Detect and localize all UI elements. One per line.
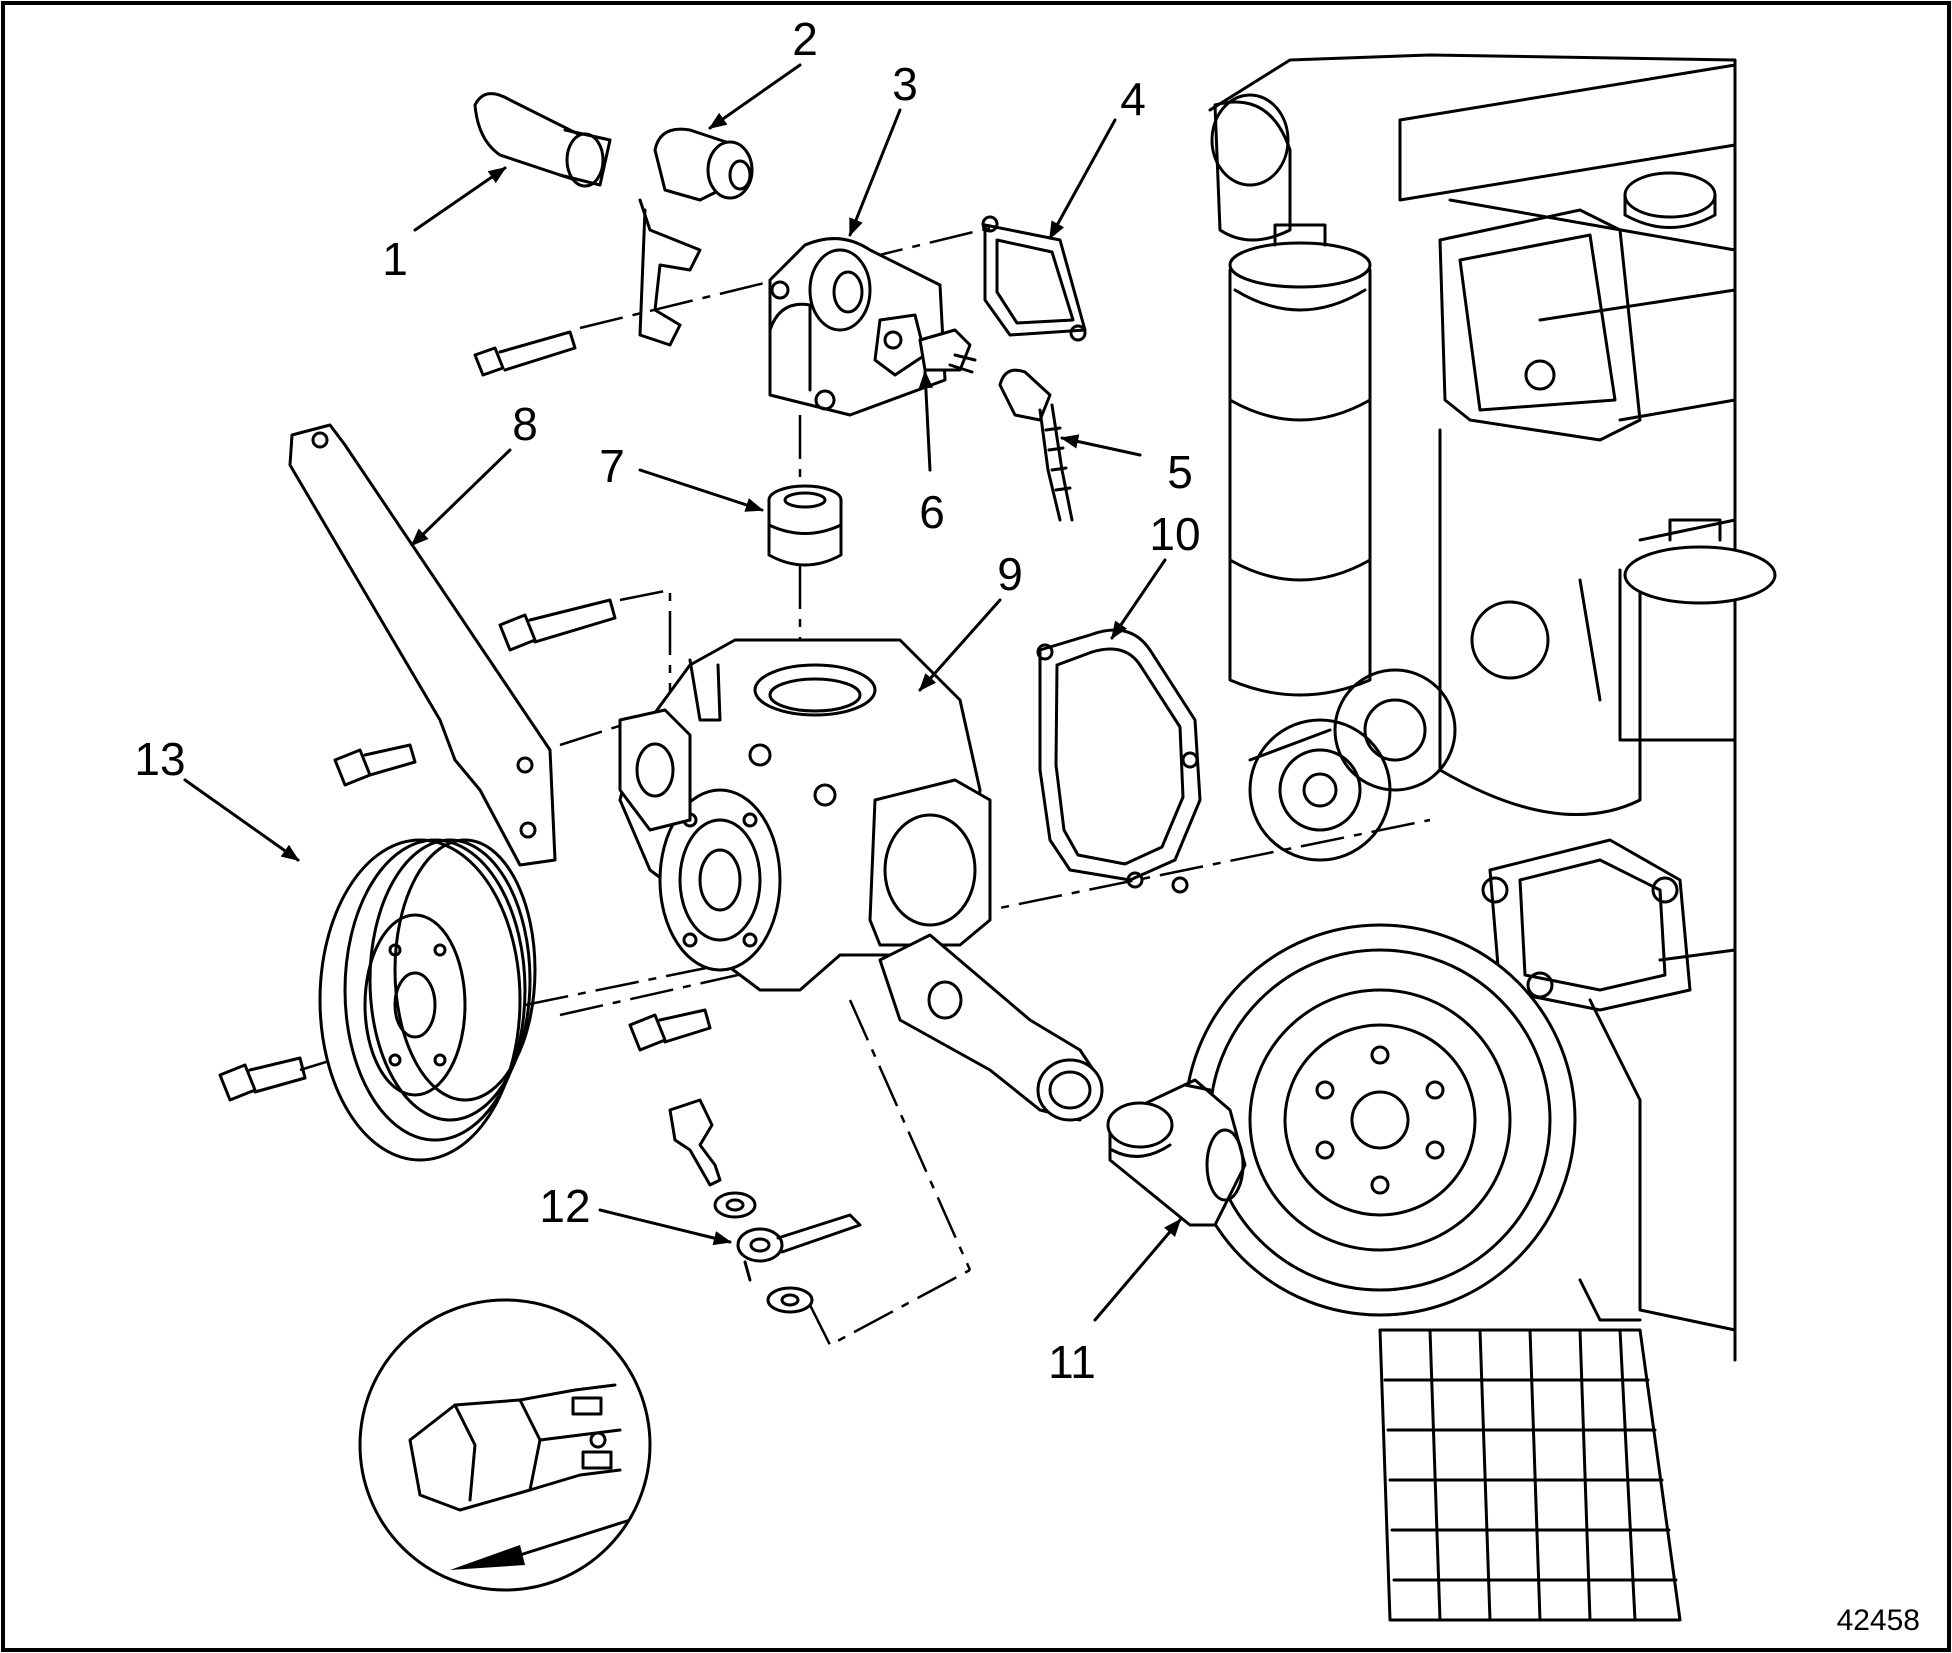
- callout-12: 12: [539, 1180, 590, 1232]
- callout-6: 6: [919, 486, 945, 538]
- part-13-pulley: [318, 838, 537, 1162]
- callout-labels: 1 2 3 4 5 6 7 8 9 10 11 12 13: [134, 13, 1200, 1388]
- part-12-banjo-fitting: [668, 1098, 971, 1347]
- part-3-thermostat-housing: [768, 237, 947, 417]
- part-1-coolant-hose: [473, 92, 702, 347]
- leader-lines: [183, 63, 1182, 1322]
- bolt-thermostat: [473, 330, 577, 377]
- bolt-bracket: [333, 743, 417, 787]
- part-11-hose-connector: [1106, 1078, 1247, 1227]
- callout-7: 7: [599, 440, 625, 492]
- callout-10: 10: [1149, 508, 1200, 560]
- callout-9: 9: [997, 548, 1023, 600]
- engine-block: [1183, 53, 1777, 1622]
- callout-4: 4: [1120, 73, 1146, 125]
- bolt-pump-top: [498, 598, 617, 652]
- part-2-hose-fitting: [653, 127, 754, 202]
- bolt-pump-bottom: [628, 1008, 712, 1052]
- callout-13: 13: [134, 733, 185, 785]
- bolts: [218, 330, 712, 1102]
- callout-2: 2: [792, 13, 818, 65]
- figure-number: 42458: [1837, 1604, 1920, 1637]
- part-9-water-pump-housing: [618, 638, 992, 992]
- oil-pan-grid: [1383, 1328, 1678, 1622]
- callout-8: 8: [512, 398, 538, 450]
- callout-11: 11: [1048, 1336, 1096, 1388]
- callout-3: 3: [892, 58, 918, 110]
- rotation-direction-inset: [358, 1298, 652, 1592]
- part-10-pump-gasket: [1036, 628, 1202, 894]
- part-7-seal-sleeve: [767, 484, 843, 567]
- part-5-temperature-sensor: [998, 368, 1074, 522]
- callout-5: 5: [1167, 446, 1193, 498]
- part-8-support-bracket: [288, 423, 557, 867]
- callout-1: 1: [382, 233, 408, 285]
- part-4-gasket: [981, 215, 1087, 342]
- part-6-temperature-switch: [918, 328, 977, 374]
- coolant-pipe: [878, 933, 1104, 1122]
- bolt-pulley: [218, 1056, 307, 1102]
